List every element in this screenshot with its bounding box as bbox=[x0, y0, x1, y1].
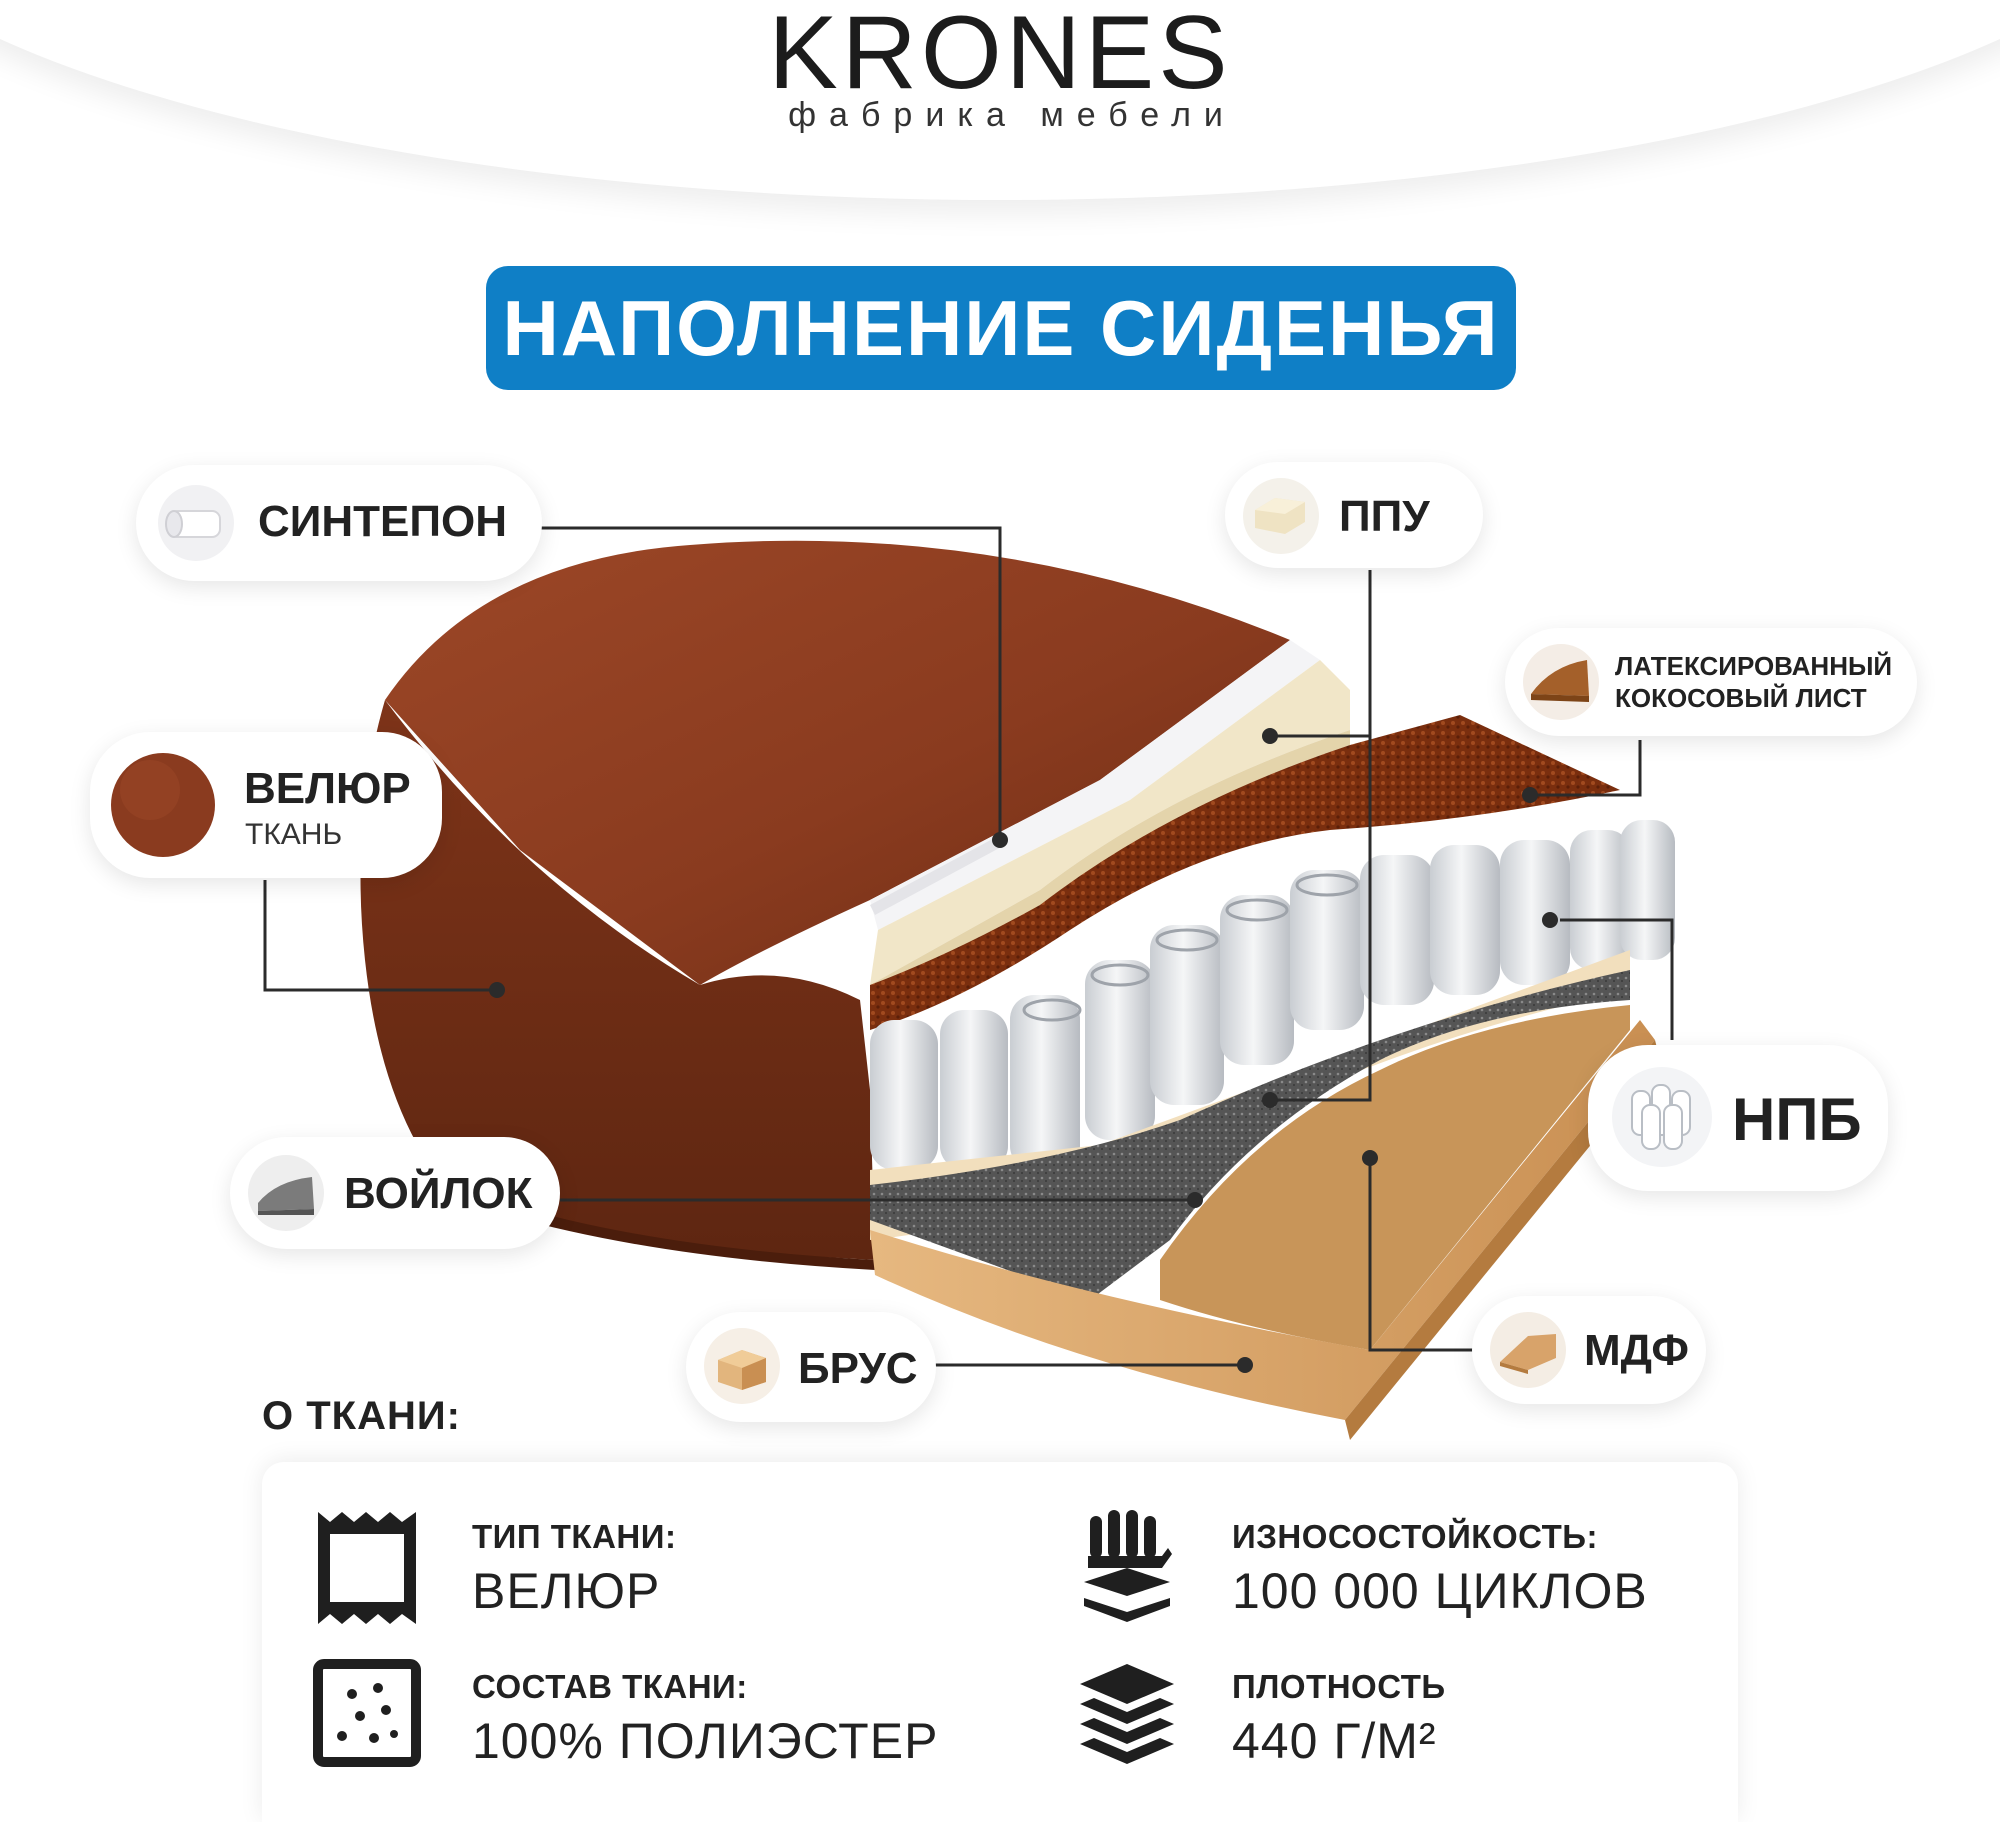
label-beam: БРУС bbox=[686, 1312, 936, 1422]
fabric-density-label: ПЛОТНОСТЬ bbox=[1232, 1668, 1446, 1705]
fabric-composition-value: 100% ПОЛИЭСТЕР bbox=[472, 1713, 939, 1769]
pocket-springs bbox=[870, 820, 1675, 1170]
ppu-layer bbox=[870, 660, 1350, 985]
fabric-roll-icon bbox=[158, 485, 234, 561]
label-velour-text: ВЕЛЮР bbox=[244, 764, 411, 813]
sintepon-layer bbox=[870, 640, 1320, 930]
fabric-type: ТИП ТКАНИ: ВЕЛЮР bbox=[312, 1508, 952, 1638]
felt-layer bbox=[870, 970, 1630, 1300]
fabric-info-card: ТИП ТКАНИ: ВЕЛЮР СОСТАВ ТКАНИ: 100% ПОЛИ… bbox=[262, 1462, 1738, 1822]
fabric-composition: СОСТАВ ТКАНИ: 100% ПОЛИЭСТЕР bbox=[312, 1658, 992, 1788]
label-npb-text: НПБ bbox=[1732, 1086, 1862, 1153]
fabric-type-icon bbox=[318, 1512, 416, 1624]
label-felt-text: ВОЙЛОК bbox=[344, 1169, 533, 1218]
fabric-density: ПЛОТНОСТЬ 440 Г/М² bbox=[1072, 1658, 1712, 1788]
fabric-section-heading: О ТКАНИ: bbox=[262, 1394, 461, 1438]
fabric-density-value: 440 Г/М² bbox=[1232, 1713, 1437, 1769]
coconut-layer bbox=[870, 715, 1620, 1030]
label-sintepon-text: СИНТЕПОН bbox=[258, 497, 508, 546]
brand-name: KRONES bbox=[768, 0, 1232, 111]
label-coconut: ЛАТЕКСИРОВАННЫЙ КОКОСОВЫЙ ЛИСТ bbox=[1505, 628, 1917, 736]
wood-frame bbox=[870, 1020, 1655, 1420]
fabric-type-value: ВЕЛЮР bbox=[472, 1563, 661, 1619]
page-title: НАПОЛНЕНИЕ СИДЕНЬЯ bbox=[486, 266, 1516, 390]
label-mdf-text: МДФ bbox=[1584, 1326, 1689, 1375]
velour-swatch-icon bbox=[111, 753, 215, 857]
foam-block-icon bbox=[1243, 478, 1319, 554]
springs-icon bbox=[1612, 1067, 1712, 1167]
mdf-icon bbox=[1490, 1312, 1566, 1388]
label-ppu-text: ППУ bbox=[1339, 492, 1430, 541]
label-ppu: ППУ bbox=[1225, 462, 1483, 568]
label-npb: НПБ bbox=[1588, 1045, 1888, 1191]
label-felt: ВОЙЛОК bbox=[230, 1137, 560, 1249]
felt-icon bbox=[248, 1155, 324, 1231]
velour-body bbox=[360, 540, 1290, 1270]
label-coconut-text: ЛАТЕКСИРОВАННЫЙ КОКОСОВЫЙ ЛИСТ bbox=[1615, 651, 1893, 713]
fabric-type-label: ТИП ТКАНИ: bbox=[472, 1518, 677, 1555]
label-beam-text: БРУС bbox=[798, 1344, 918, 1393]
label-velour: ВЕЛЮР ТКАНЬ bbox=[90, 732, 442, 878]
label-velour-subtext: ТКАНЬ bbox=[245, 818, 343, 851]
mdf-layer bbox=[1160, 1005, 1630, 1350]
wood-beam-icon bbox=[704, 1328, 780, 1404]
fabric-durability-label: ИЗНОСОСТОЙКОСТЬ: bbox=[1232, 1518, 1598, 1555]
durability-icon bbox=[1084, 1510, 1172, 1622]
density-icon bbox=[1080, 1664, 1174, 1764]
label-sintepon: СИНТЕПОН bbox=[136, 465, 542, 581]
fabric-durability: ИЗНОСОСТОЙКОСТЬ: 100 000 ЦИКЛОВ bbox=[1072, 1508, 1712, 1638]
brand-tagline: фабрика мебели bbox=[788, 96, 1236, 134]
coconut-sheet-icon bbox=[1523, 644, 1599, 720]
fabric-durability-value: 100 000 ЦИКЛОВ bbox=[1232, 1563, 1648, 1619]
fabric-composition-label: СОСТАВ ТКАНИ: bbox=[472, 1668, 748, 1705]
label-mdf: МДФ bbox=[1472, 1296, 1706, 1404]
composition-icon bbox=[313, 1659, 421, 1767]
